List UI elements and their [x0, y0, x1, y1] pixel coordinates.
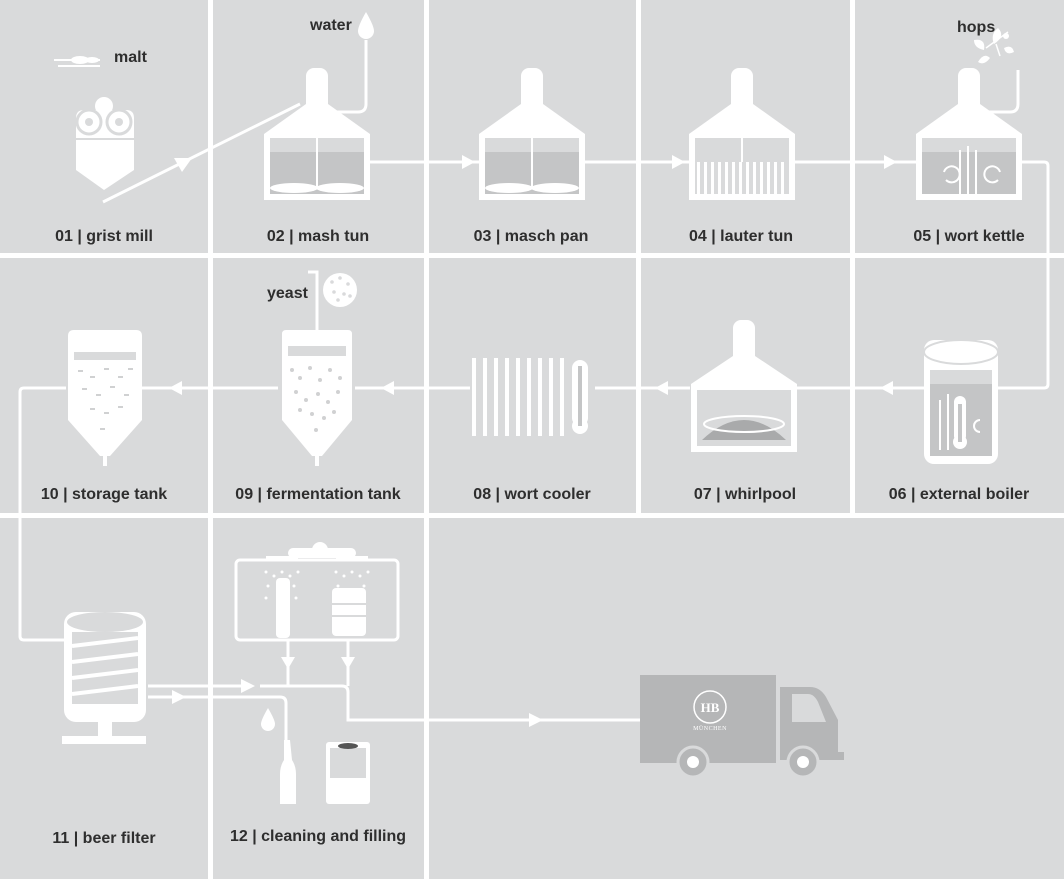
step-label-03: 03 | masch pan: [474, 228, 589, 245]
flow-arrows: [169, 155, 897, 727]
flow-pipes: [18, 102, 1050, 740]
ingredient-water-label: water: [309, 17, 352, 34]
delivery-truck-icon: HB MÜNCHEN: [640, 675, 844, 779]
masch-pan-icon: [479, 68, 585, 200]
ingredient-hops-label: hops: [957, 19, 995, 36]
ingredient-malt-label: malt: [114, 49, 148, 66]
hb-logo-icon: [693, 690, 727, 724]
step-label-01: 01 | grist mill: [55, 228, 153, 245]
external-boiler-icon: [923, 339, 999, 464]
step-label-08: 08 | wort cooler: [473, 486, 590, 503]
step-label-04: 04 | lauter tun: [689, 228, 793, 245]
mash-tun-icon: [264, 12, 374, 200]
hops-icon: [974, 28, 1014, 64]
fermentation-tank-icon: [282, 270, 357, 466]
step-label-06: 06 | external boiler: [889, 486, 1030, 503]
step-label-05: 05 | wort kettle: [913, 228, 1024, 245]
step-label-12: 12 | cleaning and filling: [230, 828, 406, 845]
cleaning-filling-icon: [234, 542, 400, 804]
step-label-11: 11 | beer filter: [52, 830, 155, 847]
beer-filter-icon: [62, 612, 146, 744]
truck-logo-text: HB: [701, 700, 720, 715]
step-label-02: 02 | mash tun: [267, 228, 369, 245]
wort-cooler-icon: [472, 358, 588, 436]
lauter-tun-icon: [689, 68, 795, 200]
storage-tank-icon: [68, 330, 142, 466]
truck-city-text: MÜNCHEN: [693, 725, 727, 732]
whirlpool-icon: [691, 320, 797, 452]
wort-kettle-icon: [916, 28, 1022, 200]
ingredient-yeast-label: yeast: [267, 285, 309, 302]
yeast-icon: [323, 273, 357, 307]
step-label-09: 09 | fermentation tank: [235, 486, 401, 503]
step-label-10: 10 | storage tank: [41, 486, 167, 503]
step-label-07: 07 | whirlpool: [694, 486, 796, 503]
grist-mill-icon: [54, 56, 134, 190]
